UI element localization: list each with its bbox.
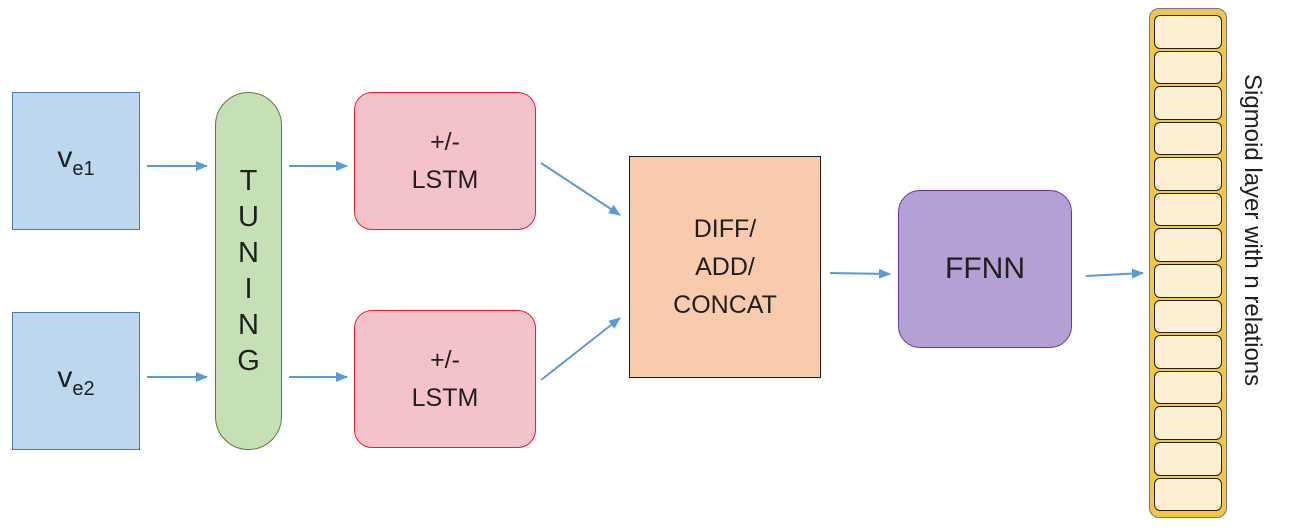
lstm-top-sign: +/- (430, 128, 460, 156)
sigmoid-cell (1154, 264, 1222, 298)
sigmoid-cell (1154, 299, 1222, 334)
sigmoid-cell (1154, 157, 1222, 191)
tuning-letter: T (239, 165, 258, 197)
sigmoid-cell (1154, 406, 1222, 440)
sigmoid-cell (1154, 441, 1222, 476)
sigmoid-cell (1154, 121, 1222, 156)
sigmoid-cell (1154, 228, 1222, 263)
sigmoid-cell (1154, 192, 1222, 227)
input-ve2-label: ve2 (57, 361, 95, 400)
combine-line-concat: CONCAT (673, 291, 777, 319)
tuning-letter: U (238, 201, 259, 233)
sigmoid-layer (1149, 8, 1227, 518)
input-ve1-label: ve1 (57, 141, 95, 180)
tuning-letter: I (244, 273, 253, 305)
tuning-letter: G (237, 345, 260, 377)
arrow-lstm-bottom-to-combine (540, 317, 621, 381)
lstm-top-box: +/- LSTM (354, 92, 536, 230)
tuning-letter: N (238, 237, 259, 269)
tuning-block: T U N I N G (215, 92, 282, 450)
sigmoid-cell (1154, 370, 1222, 405)
sigmoid-cell (1154, 15, 1222, 49)
arrow-lstm-top-to-combine (540, 162, 621, 216)
tuning-letter: N (238, 309, 259, 341)
sigmoid-cell (1154, 477, 1222, 512)
sigmoid-cell (1154, 335, 1222, 369)
lstm-top-label: LSTM (411, 166, 479, 194)
combine-box: DIFF/ ADD/ CONCAT (629, 156, 821, 378)
combine-line-diff: DIFF/ (693, 215, 757, 243)
input-ve1-box: ve1 (12, 92, 140, 230)
lstm-bottom-label: LSTM (411, 384, 479, 412)
sigmoid-cell (1154, 86, 1222, 120)
combine-line-add: ADD/ (695, 253, 755, 281)
ffnn-label: FFNN (945, 252, 1025, 285)
ffnn-box: FFNN (898, 190, 1072, 348)
lstm-bottom-box: +/- LSTM (354, 310, 536, 448)
sigmoid-layer-label: Sigmoid layer with n relations (1239, 74, 1266, 387)
lstm-bottom-sign: +/- (430, 346, 460, 374)
arrow-ffnn-to-sigmoid (1085, 268, 1144, 279)
arrow-combine-to-ffnn (829, 268, 891, 279)
input-ve2-box: ve2 (12, 312, 140, 450)
sigmoid-cell (1154, 50, 1222, 85)
